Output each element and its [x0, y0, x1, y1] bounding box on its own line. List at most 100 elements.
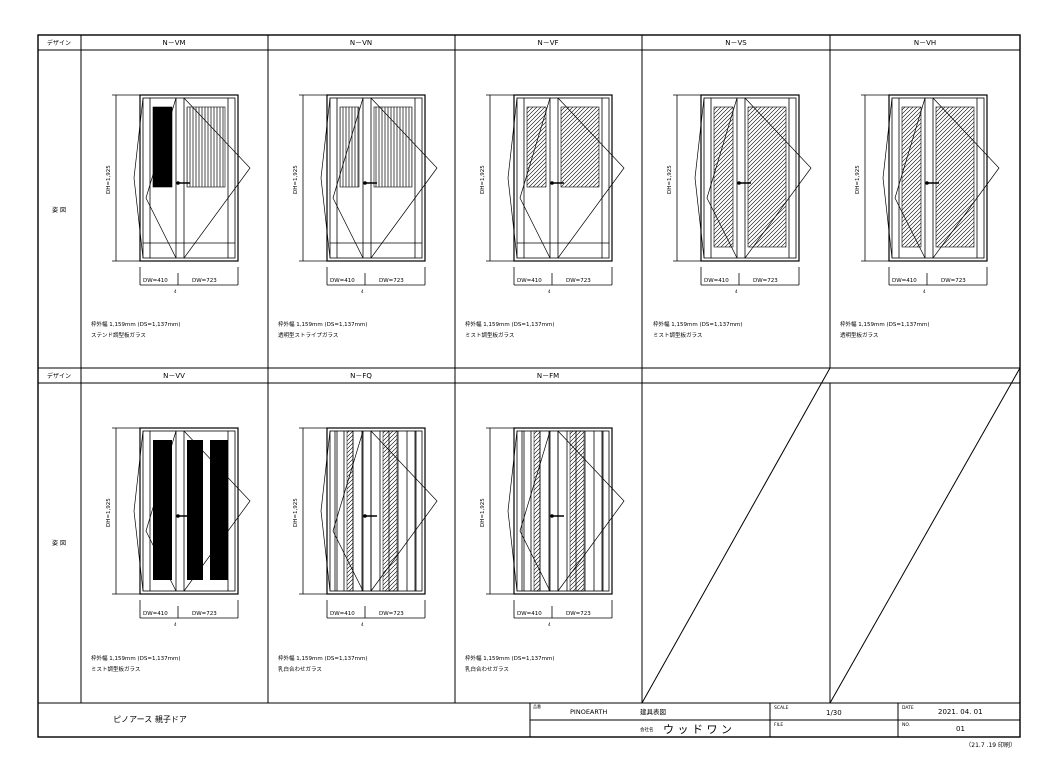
glass-type: ステンド調型板ガラス: [91, 331, 146, 339]
dh-label: DH=1,925: [293, 165, 299, 194]
glass-panel: [526, 106, 547, 188]
swing-line: [519, 430, 551, 592]
no-label: NO.: [902, 722, 910, 728]
dimension-index: 4: [361, 622, 364, 627]
dimension-index: 4: [548, 622, 551, 627]
glass-panel: [339, 106, 360, 188]
swing-line: [332, 97, 364, 259]
door-handle-knob: [176, 514, 180, 518]
empty-cell-diagonal: [829, 367, 1021, 704]
design-code-header: N－FM: [537, 372, 559, 380]
brand-name: PINOEARTH: [570, 708, 607, 716]
swing-line: [145, 430, 177, 592]
dw-left-label: DW=410: [892, 278, 917, 284]
dw-left-label: DW=410: [330, 278, 355, 284]
glass-type: ミスト調型板ガラス: [91, 665, 140, 673]
glass-type: ミスト調型板ガラス: [465, 331, 514, 339]
dw-left-label: DW=410: [517, 278, 542, 284]
glass-type: 乳白合わせガラス: [278, 665, 322, 673]
dimension-index: 4: [735, 289, 738, 294]
swing-line: [133, 97, 144, 259]
door-handle-knob: [363, 514, 367, 518]
swing-line: [557, 97, 625, 259]
swing-line: [145, 97, 177, 259]
elevation-label: 姿 図: [52, 539, 66, 547]
dh-label: DH=1,925: [667, 165, 673, 194]
glass-type: 乳白合わせガラス: [465, 665, 509, 673]
glass-panel: [560, 106, 600, 188]
dw-right-label: DW=723: [192, 611, 217, 617]
date-label: DATE: [902, 705, 914, 711]
elevation-label: 姿 図: [52, 206, 66, 214]
glass-type: 透明型ストライプガラス: [278, 331, 338, 339]
swing-line: [507, 97, 518, 259]
door-frame: [513, 427, 613, 595]
file-label: FILE: [774, 722, 783, 728]
swing-line: [694, 97, 705, 259]
scale-label: SCALE: [774, 705, 789, 711]
field-label: 品番: [533, 703, 541, 709]
dh-label: DH=1,925: [106, 498, 112, 527]
dh-label: DH=1,925: [293, 498, 299, 527]
title-block: [529, 703, 1020, 737]
swing-line: [332, 430, 364, 592]
dh-label: DH=1,925: [855, 165, 861, 194]
glass-panel: [187, 440, 203, 580]
swing-line: [557, 430, 625, 592]
door-frame: [139, 427, 239, 595]
door-handle-knob: [737, 181, 741, 185]
swing-line: [507, 430, 518, 592]
design-code-header: N－VV: [163, 372, 185, 380]
glass-panel: [186, 106, 226, 188]
glass-strip: [382, 430, 398, 592]
glass-panel: [153, 440, 172, 580]
door-inner-frame: [329, 430, 423, 592]
outer-frame: [37, 34, 1021, 738]
dimension-index: 4: [174, 289, 177, 294]
width-note: 枠外幅 1,159mm (DS=1,137mm): [91, 320, 181, 328]
door-inner-frame: [516, 430, 610, 592]
glass-panel: [747, 106, 787, 248]
glass-panel: [152, 106, 173, 188]
empty-cell-diagonal: [641, 367, 831, 704]
dh-label: DH=1,925: [480, 498, 486, 527]
scale-value: 1/30: [826, 709, 842, 717]
swing-line: [370, 97, 438, 259]
design-code-header: N－FQ: [350, 372, 372, 380]
swing-line: [320, 97, 331, 259]
dw-left-label: DW=410: [517, 611, 542, 617]
print-date-note: （21.7 .19 印刷）: [965, 741, 1016, 749]
swing-line: [133, 430, 144, 592]
dw-right-label: DW=723: [379, 278, 404, 284]
glass-strip: [346, 430, 354, 592]
width-note: 枠外幅 1,159mm (DS=1,137mm): [653, 320, 743, 328]
glass-panel: [713, 106, 734, 248]
width-note: 枠外幅 1,159mm (DS=1,137mm): [465, 320, 555, 328]
dimension-index: 4: [923, 289, 926, 294]
dimension-index: 4: [174, 622, 177, 627]
maker-name: ウ ッ ド ワ ン: [663, 723, 732, 736]
glass-type: 透明型板ガラス: [840, 331, 878, 339]
glass-panel: [935, 106, 975, 248]
swing-line: [519, 97, 551, 259]
width-note: 枠外幅 1,159mm (DS=1,137mm): [91, 654, 181, 662]
door-handle-knob: [550, 514, 554, 518]
door-frame: [326, 427, 426, 595]
swing-line: [706, 97, 738, 259]
design-code-header: N－VS: [725, 39, 747, 47]
width-note: 枠外幅 1,159mm (DS=1,137mm): [278, 654, 368, 662]
design-label: デザイン: [47, 39, 71, 47]
dw-right-label: DW=723: [753, 278, 778, 284]
dw-left-label: DW=410: [143, 611, 168, 617]
door-frame: [513, 94, 613, 262]
design-code-header: N－VN: [350, 39, 372, 47]
door-frame: [326, 94, 426, 262]
dw-right-label: DW=723: [566, 278, 591, 284]
